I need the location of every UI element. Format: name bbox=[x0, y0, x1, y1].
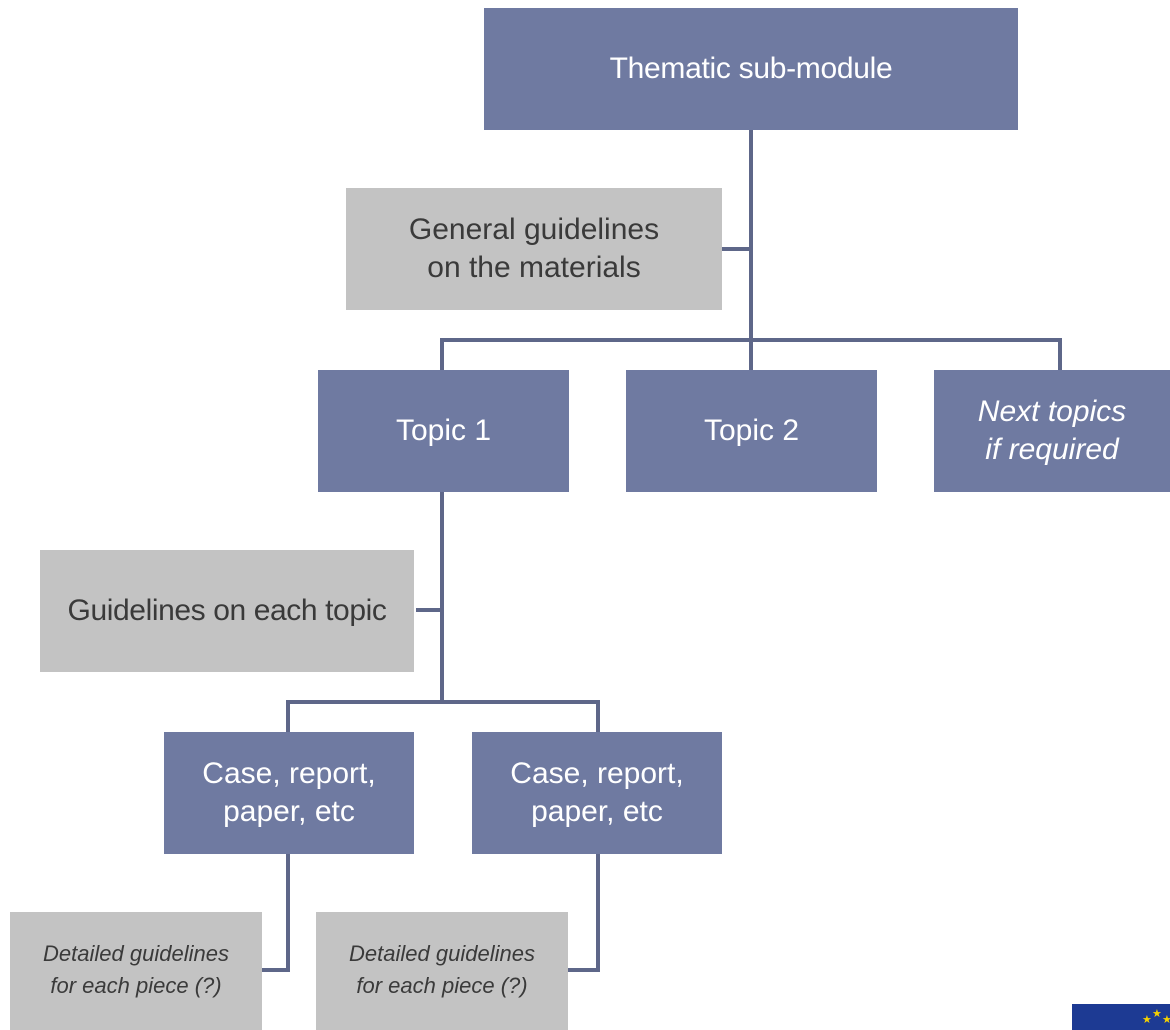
piece-1-line1: Case, report, bbox=[202, 756, 376, 790]
next-topics-line1: Next topics bbox=[977, 394, 1127, 428]
topic-2-label: Topic 2 bbox=[703, 413, 800, 447]
flag-star-icon: ★ bbox=[1152, 1007, 1162, 1020]
detailed-guidelines-box-2: Detailed guidelines for each piece (?) bbox=[316, 912, 568, 1030]
connector-general-guidelines bbox=[722, 247, 751, 251]
detailed-guidelines-1-line2: for each piece (?) bbox=[50, 972, 222, 998]
connector-topic3-drop bbox=[1058, 338, 1062, 370]
connector-piece1-down bbox=[286, 854, 290, 972]
connector-detail2 bbox=[568, 968, 600, 972]
root-box: Thematic sub-module bbox=[484, 8, 1018, 130]
connector-topic-guidelines bbox=[416, 608, 442, 612]
general-guidelines-box: General guidelines on the materials bbox=[346, 188, 722, 310]
piece-2-line1: Case, report, bbox=[510, 756, 684, 790]
general-guidelines-line2: on the materials bbox=[427, 251, 641, 284]
detailed-guidelines-2-line1: Detailed guidelines bbox=[349, 941, 535, 966]
topic-2-box: Topic 2 bbox=[626, 370, 877, 492]
connector-root-trunk bbox=[749, 130, 753, 362]
connector-topic1-trunk bbox=[440, 492, 444, 702]
topic-guidelines-label: Guidelines on each topic bbox=[67, 593, 387, 627]
general-guidelines-line1: General guidelines bbox=[408, 212, 660, 246]
topic-guidelines-box: Guidelines on each topic bbox=[40, 550, 414, 672]
piece-2-box: Case, report, paper, etc bbox=[472, 732, 722, 854]
connector-piece2-drop bbox=[596, 700, 600, 732]
connector-pieces-bar bbox=[286, 700, 600, 704]
root-label: Thematic sub-module bbox=[609, 51, 893, 85]
topic-1-label: Topic 1 bbox=[395, 413, 492, 447]
connector-piece2-down bbox=[596, 854, 600, 972]
topic-1-box: Topic 1 bbox=[318, 370, 569, 492]
flag-star-icon: ★ bbox=[1162, 1013, 1170, 1026]
connector-topic1-drop bbox=[440, 338, 444, 370]
detailed-guidelines-box-1: Detailed guidelines for each piece (?) bbox=[10, 912, 262, 1030]
detailed-guidelines-1-line1: Detailed guidelines bbox=[43, 941, 229, 966]
piece-1-line2: paper, etc bbox=[223, 795, 355, 828]
connector-piece1-drop bbox=[286, 700, 290, 732]
next-topics-box: Next topics if required bbox=[934, 370, 1170, 492]
connector-detail1 bbox=[262, 968, 290, 972]
eu-flag-icon: ★ ★ ★ bbox=[1072, 1004, 1170, 1030]
next-topics-line2: if required bbox=[985, 433, 1119, 466]
detailed-guidelines-2-line2: for each piece (?) bbox=[356, 972, 528, 998]
connector-topic2-drop bbox=[749, 338, 753, 370]
flag-star-icon: ★ bbox=[1142, 1013, 1152, 1026]
piece-1-box: Case, report, paper, etc bbox=[164, 732, 414, 854]
piece-2-line2: paper, etc bbox=[531, 795, 663, 828]
